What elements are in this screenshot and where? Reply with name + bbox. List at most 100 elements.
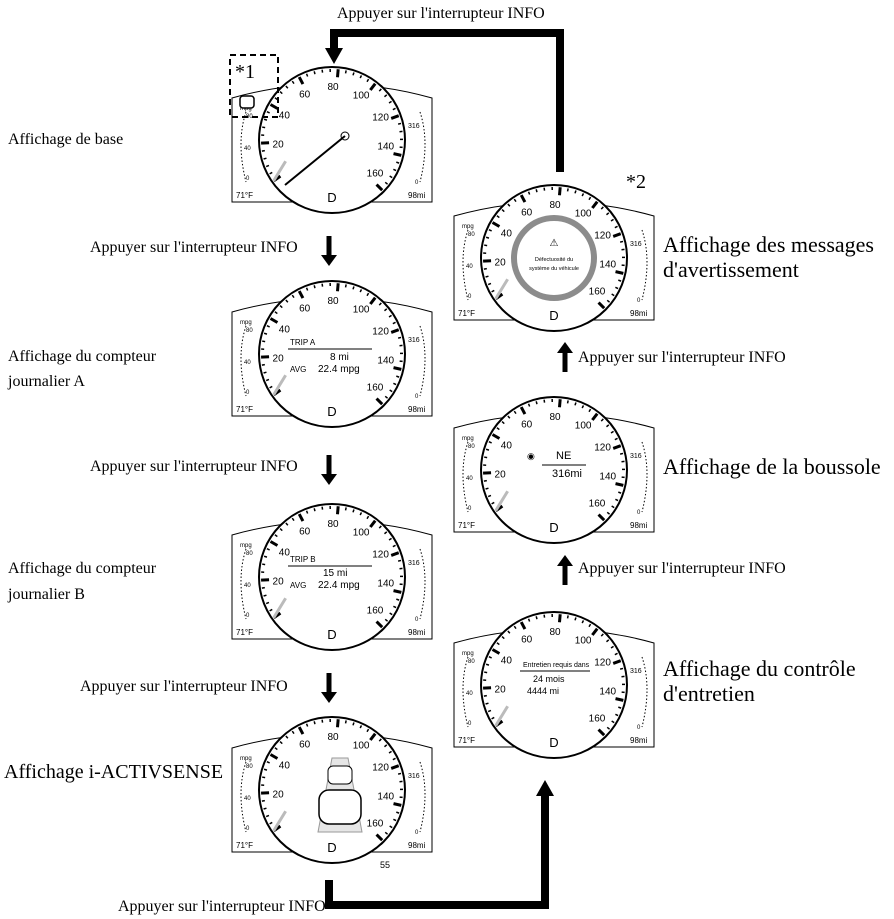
dial-tick [597, 513, 606, 522]
gear-indicator: D [327, 840, 336, 855]
caption-warning-l1: Affichage des messages [663, 232, 874, 257]
trip-b-avg-label: AVG [290, 581, 306, 590]
dial-tick [262, 126, 266, 129]
panel-i-activsense: 20406080100120140160Dmpg8040071°F316098m… [231, 716, 433, 870]
dial-tick [389, 389, 393, 393]
dial-tick [488, 229, 492, 232]
mpg-label: mpg [240, 320, 252, 326]
speed-label: 120 [372, 326, 389, 337]
dial-tick [491, 433, 501, 440]
speed-label: 40 [279, 761, 291, 772]
speed-label: 60 [299, 303, 311, 314]
dial-tick [344, 507, 347, 511]
speed-label: 80 [549, 412, 561, 423]
trip-a-distance: 8 mi [330, 352, 349, 363]
loop-bottom-line [325, 792, 549, 909]
dial-tick [612, 232, 622, 238]
mpg-bar [240, 761, 247, 833]
dial-tick [359, 289, 363, 293]
dial-tick [344, 720, 347, 724]
speed-needle [494, 490, 509, 512]
dial-tick [269, 753, 279, 760]
dial-tick [305, 510, 309, 514]
dial-tick [491, 716, 495, 720]
note-2: *2 [626, 171, 646, 193]
fuel-bar [641, 229, 648, 301]
dial-tick [501, 421, 505, 425]
dial-tick [485, 275, 489, 278]
speed-label: 100 [575, 636, 592, 647]
speed-label: 20 [495, 469, 507, 480]
dial-tick [366, 728, 370, 733]
speed-label: 160 [367, 169, 384, 180]
mpg-tick: 40 [244, 360, 251, 366]
speed-label: 160 [367, 383, 384, 394]
lead-vehicle-icon [327, 765, 353, 785]
dial-tick [397, 122, 402, 125]
dial-tick [393, 605, 397, 609]
mpg-bar [240, 111, 247, 183]
speed-label: 80 [549, 627, 561, 638]
dial-tick [384, 395, 389, 399]
dial-tick [335, 719, 340, 728]
mpg-bar [462, 441, 469, 513]
label-left-info-3: Appuyer sur l'interrupteur INFO [80, 678, 288, 695]
caption-trip-a-l2: journalier A [8, 373, 85, 390]
dial-tick [519, 194, 527, 203]
mpg-label: mpg [462, 224, 474, 230]
dial-tick [611, 505, 615, 509]
dial-tick [535, 616, 538, 620]
fuel-range-readout: 316 [630, 241, 642, 248]
speed-label: 60 [521, 634, 533, 645]
mpg-tick: 0 [246, 390, 250, 396]
dial-tick [359, 512, 363, 516]
dial-tick [378, 525, 382, 529]
dial-tick [566, 188, 569, 192]
label-bottom-info-switch: Appuyer sur l'interrupteur INFO [118, 898, 326, 915]
speed-label: 120 [594, 230, 611, 241]
fuel-zero-tick: 0 [415, 180, 419, 186]
dial-tick [262, 340, 266, 343]
dial-tick [588, 408, 592, 413]
dial-tick [614, 225, 618, 229]
odometer-readout: 98mi [630, 521, 648, 530]
dial-tick [591, 412, 599, 421]
mpg-tick: 0 [246, 176, 250, 182]
dial-tick [615, 697, 624, 702]
fuel-range-readout: 316 [630, 453, 642, 460]
odometer-readout: 98mi [408, 405, 426, 414]
dial-tick [389, 612, 393, 616]
dial-tick [488, 656, 492, 659]
dial-tick [600, 633, 604, 637]
dial-tick [507, 415, 511, 419]
label-left-info-2: Appuyer sur l'interrupteur INFO [90, 458, 298, 475]
label-left-info-1: Appuyer sur l'interrupteur INFO [90, 239, 298, 256]
dial-tick [383, 308, 388, 312]
maintenance-miles: 4444 mi [527, 686, 559, 696]
dial-tick [591, 627, 599, 636]
dial-tick [581, 405, 585, 409]
dial-tick [393, 168, 397, 172]
caption-base-display: Affichage de base [8, 131, 124, 148]
dial-tick [266, 548, 270, 551]
fuel-range-readout: 316 [408, 123, 420, 130]
speed-label: 40 [501, 656, 513, 667]
dial-tick [266, 761, 270, 764]
dial-tick [390, 114, 400, 120]
panel-trip-b: 20406080100120140160Dmpg8040071°F316098m… [231, 503, 433, 651]
mpg-tick: 40 [466, 691, 473, 697]
dial-tick [390, 551, 400, 557]
odometer-readout: 98mi [630, 309, 648, 318]
gear-indicator: D [549, 308, 558, 323]
temperature-readout: 71°F [236, 841, 253, 850]
dial-tick [291, 730, 295, 735]
dial-tick [574, 402, 577, 406]
dial-tick [269, 103, 279, 110]
dial-tick [335, 283, 340, 292]
dial-tick [313, 721, 316, 725]
speed-label: 20 [495, 257, 507, 268]
dial-tick [335, 69, 340, 78]
label-right-info-1: Appuyer sur l'interrupteur INFO [578, 349, 786, 366]
speed-needle [494, 278, 509, 300]
warning-message-l1: Défectuosité du [535, 257, 573, 263]
